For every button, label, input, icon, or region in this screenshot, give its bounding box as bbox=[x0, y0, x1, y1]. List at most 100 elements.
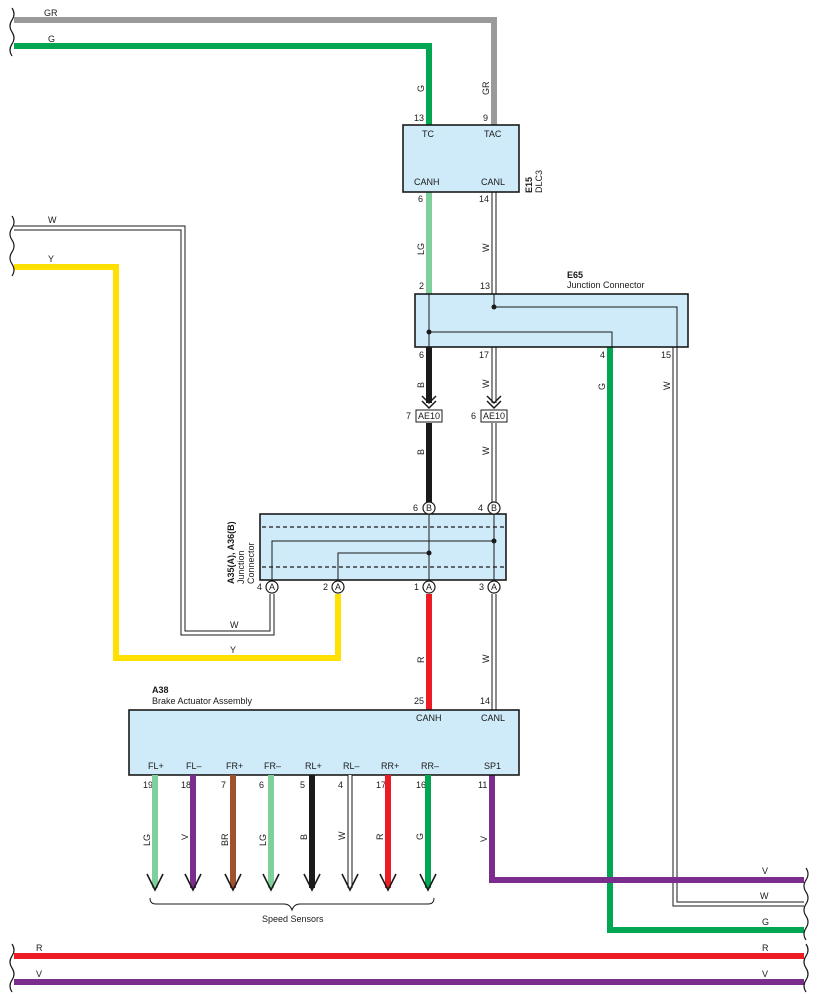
speed-sensors-brace bbox=[149, 897, 435, 912]
e15-pin-tac-num: 9 bbox=[483, 113, 488, 123]
ae10-pin-right: 6 bbox=[471, 411, 476, 421]
a38-pin-14: 14 bbox=[480, 696, 490, 706]
connector-a38: A38 Brake Actuator Assembly 25 14 CANH C… bbox=[128, 685, 520, 776]
e15-box bbox=[402, 124, 520, 193]
sensor-arrow-icon bbox=[224, 873, 242, 892]
a38-pin-num: 6 bbox=[259, 780, 264, 790]
a38-pin-num: 16 bbox=[416, 780, 426, 790]
sensor-wire-label: W bbox=[337, 831, 347, 840]
ae10-connector-left: AE10 7 bbox=[406, 409, 443, 423]
wire-label-y-a2: Y bbox=[230, 645, 236, 655]
a38-pin-25: 25 bbox=[414, 696, 424, 706]
e15-pin-canh-name: CANH bbox=[414, 177, 440, 187]
a38-pin-name: FL+ bbox=[148, 761, 164, 771]
a35-top-pin-b6: B 6 bbox=[413, 501, 436, 515]
a38-pin-18: FL– 18V bbox=[180, 761, 202, 892]
e15-pin-tc-name: TC bbox=[422, 129, 434, 139]
wire-label-v-right: V bbox=[762, 866, 768, 876]
a38-pin-canl: CANL bbox=[481, 713, 505, 723]
a38-pin-name: FL– bbox=[186, 761, 202, 771]
wire-label-w-a3: W bbox=[481, 654, 491, 663]
wire-label-w-e65-15: W bbox=[662, 381, 672, 390]
wire-v-sp1 bbox=[489, 775, 804, 883]
svg-text:2: 2 bbox=[323, 582, 328, 592]
e15-pin-tc-num: 13 bbox=[414, 113, 424, 123]
ae10-chevron-right-icon bbox=[486, 395, 502, 410]
a38-box bbox=[128, 709, 520, 776]
sensor-arrow-icon bbox=[303, 873, 321, 892]
wire-label-r-bottom-left: R bbox=[36, 943, 43, 953]
wire-label-lg-canh: LG bbox=[416, 243, 426, 255]
wire-label-v-bottom-left: V bbox=[36, 969, 42, 979]
ae10-pin-left: 7 bbox=[406, 411, 411, 421]
svg-text:A: A bbox=[335, 582, 341, 592]
sensor-arrow-icon bbox=[262, 873, 280, 892]
e65-pin-2: 2 bbox=[419, 281, 424, 291]
wire-label-r-bottom-right: R bbox=[762, 943, 769, 953]
svg-text:A: A bbox=[269, 582, 275, 592]
e65-name: Junction Connector bbox=[567, 280, 645, 290]
a38-pin-5: RL+5B bbox=[299, 761, 322, 892]
continuation-marks bbox=[9, 7, 809, 993]
svg-text:B: B bbox=[426, 503, 432, 513]
e15-pin-canh-num: 6 bbox=[418, 194, 423, 204]
wire-label-b-lower: B bbox=[416, 449, 426, 455]
e65-box bbox=[414, 293, 689, 348]
a38-id: A38 bbox=[152, 685, 169, 695]
e65-pin-15: 15 bbox=[661, 350, 671, 360]
wire-label-v-sp1: V bbox=[479, 836, 489, 842]
ae10-chevron-left-icon bbox=[421, 395, 437, 410]
wire-w-left bbox=[14, 225, 275, 636]
wire-label-w-right: W bbox=[760, 891, 769, 901]
svg-text:4: 4 bbox=[478, 503, 483, 513]
a38-pin-canh: CANH bbox=[416, 713, 442, 723]
wire-y-left bbox=[14, 264, 341, 661]
e15-id: E15 bbox=[524, 177, 534, 193]
wire-label-r-a1: R bbox=[416, 656, 426, 663]
a38-pin-6: FR–6LG bbox=[258, 761, 281, 892]
a38-pin-sp1-name: SP1 bbox=[484, 761, 501, 771]
e65-pin-6: 6 bbox=[419, 350, 424, 360]
a38-pin-num: 7 bbox=[221, 780, 226, 790]
a38-sensor-pins: FL+19LGFL–18VFR+7BRFR–6LGRL+5BRL–4WRR+17… bbox=[142, 761, 501, 892]
svg-text:6: 6 bbox=[413, 503, 418, 513]
e15-pin-canl-name: CANL bbox=[481, 177, 505, 187]
a38-pin-sp1-num: 11 bbox=[478, 780, 487, 790]
e65-pin-4: 4 bbox=[600, 350, 605, 360]
sensor-wire-label: G bbox=[415, 833, 425, 840]
e65-pin-17: 17 bbox=[479, 350, 489, 360]
wire-g-top bbox=[14, 43, 432, 125]
a38-pin-num: 5 bbox=[300, 780, 305, 790]
wire-label-v-bottom-right: V bbox=[762, 969, 768, 979]
wire-label-g-e65-4: G bbox=[597, 383, 607, 390]
svg-text:A: A bbox=[491, 582, 497, 592]
wire-label-g-tc: G bbox=[416, 85, 426, 92]
wire-label-b-upper: B bbox=[416, 382, 426, 388]
e15-pin-tac-name: TAC bbox=[484, 129, 502, 139]
speed-sensors-label: Speed Sensors bbox=[262, 914, 324, 924]
sensor-wire-label: R bbox=[375, 833, 385, 840]
svg-text:4: 4 bbox=[257, 582, 262, 592]
sensor-wire-label: V bbox=[180, 834, 190, 840]
wire-w-e65-15 bbox=[672, 347, 804, 907]
wire-label-g-right: G bbox=[762, 917, 769, 927]
wire-label-w-left: W bbox=[48, 215, 57, 225]
connector-e65: E65 Junction Connector 2 13 6 17 4 15 bbox=[414, 270, 689, 360]
a38-pin-name: RL– bbox=[343, 761, 360, 771]
a38-pin-4: RL–4W bbox=[337, 761, 360, 892]
a35-bottom-pin-a3: A 3 bbox=[479, 580, 501, 594]
e65-pin-13: 13 bbox=[480, 281, 490, 291]
a38-pin-16: RR–16G bbox=[415, 761, 439, 892]
a35-bottom-pin-a2: A 2 bbox=[323, 580, 345, 594]
sensor-wire-label: LG bbox=[258, 834, 268, 846]
wire-gr-top bbox=[14, 17, 497, 125]
a38-pin-7: FR+7BR bbox=[220, 761, 243, 892]
a38-pin-num: 18 bbox=[181, 780, 191, 790]
wire-label-y-left: Y bbox=[48, 254, 54, 264]
wire-label-w-upper: W bbox=[481, 379, 491, 388]
sensor-arrow-icon bbox=[146, 873, 164, 892]
wire-label-w-lower: W bbox=[481, 446, 491, 455]
ae10-label-right: AE10 bbox=[483, 411, 505, 421]
svg-text:A: A bbox=[426, 582, 432, 592]
